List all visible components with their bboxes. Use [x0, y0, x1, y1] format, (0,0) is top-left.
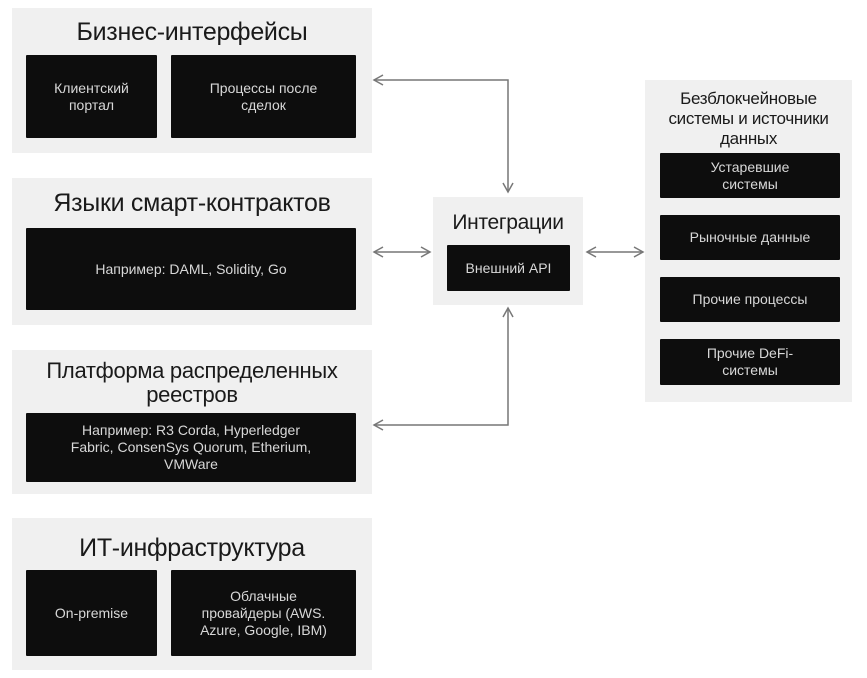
box-label: Устаревшие системы — [710, 158, 790, 192]
box-label: On-premise — [54, 604, 129, 621]
market-data-box: Рыночные данные — [660, 215, 840, 260]
post-trade-box: Процессы после сделок — [171, 55, 356, 138]
other-defi-systems-box: Прочие DeFi- системы — [660, 339, 840, 385]
external-api-box: Внешний API — [447, 245, 570, 291]
panel-title: Интеграции — [452, 211, 564, 234]
dlt-platform-panel: Платформа распределенных реестров Наприм… — [12, 350, 372, 494]
smart-contract-panel: Языки смарт-контрактов Например: DAML, S… — [12, 178, 372, 325]
on-premise-box: On-premise — [26, 570, 157, 656]
dlt-examples-box: Например: R3 Corda, Hyperledger Fabric, … — [26, 413, 356, 482]
box-label: Прочие DeFi- системы — [706, 345, 794, 378]
arrow-dlt-integration — [372, 306, 514, 431]
panel-title: Языки смарт-контрактов — [53, 189, 331, 217]
box-label: Рыночные данные — [689, 229, 811, 245]
integration-panel: Интеграции Внешний API — [433, 197, 583, 305]
box-label: Клиентский портал — [54, 79, 129, 113]
smart-contract-languages-box: Например: DAML, Solidity, Go — [26, 228, 356, 310]
legacy-systems-box: Устаревшие системы — [660, 153, 840, 198]
arrow-business-integration — [372, 74, 514, 194]
box-label: Например: R3 Corda, Hyperledger Fabric, … — [70, 422, 312, 472]
box-label: Например: DAML, Solidity, Go — [95, 260, 287, 277]
cloud-providers-box: Облачные провайдеры (AWS. Azure, Google,… — [171, 570, 356, 656]
other-processes-box: Прочие процессы — [660, 277, 840, 322]
box-label: Облачные провайдеры (AWS. Azure, Google,… — [200, 587, 327, 638]
box-label: Прочие процессы — [692, 291, 808, 307]
client-portal-box: Клиентский портал — [26, 55, 157, 138]
non-blockchain-panel: Безблокчейновые системы и источники данн… — [645, 80, 852, 402]
box-label: Процессы после сделок — [209, 79, 318, 113]
it-infrastructure-panel: ИТ-инфраструктура On-premise Облачные пр… — [12, 518, 372, 670]
panel-title: Безблокчейновые системы и источники данн… — [668, 89, 829, 148]
panel-title: Бизнес-интерфейсы — [76, 18, 308, 46]
panel-title: ИТ-инфраструктура — [79, 534, 305, 562]
business-interfaces-panel: Бизнес-интерфейсы Клиентский портал Проц… — [12, 8, 372, 153]
panel-title: Платформа распределенных реестров — [46, 358, 338, 407]
box-label: Внешний API — [465, 259, 552, 276]
